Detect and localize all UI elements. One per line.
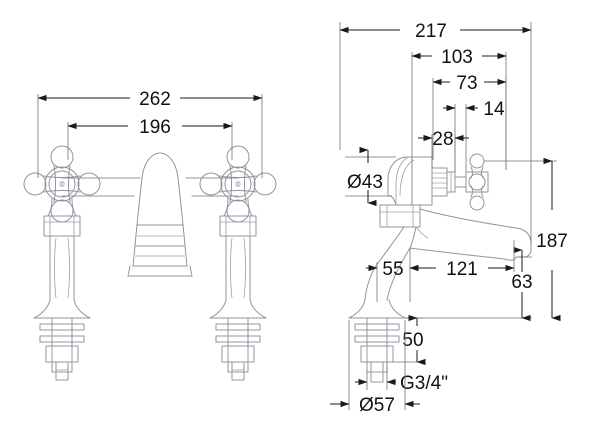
front-elevation-view: 262 196 [23, 89, 277, 381]
tap-leg-left [23, 145, 101, 381]
dimension-217: 217 [339, 21, 532, 245]
side-elevation-view: 217 103 73 14 [330, 21, 568, 416]
dimension-50: 50 [393, 314, 426, 366]
tail-assembly-side [348, 299, 406, 383]
cross-handle-left [23, 145, 101, 223]
dimension-label-187: 187 [536, 231, 568, 252]
dimension-63: 63 [511, 246, 533, 322]
dimension-label-103: 103 [441, 47, 473, 68]
dimension-label-217: 217 [415, 21, 447, 42]
dimension-label-121: 121 [446, 259, 478, 280]
centre-spout-front [127, 152, 193, 277]
dimension-label-63: 63 [511, 272, 532, 293]
dimension-label-dia43: Ø43 [347, 172, 383, 193]
dimension-thread-g34: G3/4" [355, 366, 448, 394]
dimension-label-55: 55 [382, 259, 403, 280]
dimension-dia57: Ø57 [330, 320, 420, 416]
collar-nut-side [379, 204, 421, 228]
dimension-262: 262 [37, 89, 263, 178]
valve-body-side [387, 153, 489, 211]
dimension-label-14: 14 [483, 99, 505, 120]
dimension-label-28: 28 [432, 129, 453, 150]
dimension-121: 121 [409, 240, 515, 280]
dimension-label-g34: G3/4" [400, 373, 448, 394]
dimension-label-262: 262 [139, 89, 171, 110]
dimension-196: 196 [67, 117, 233, 160]
dimension-28: 28 [418, 129, 469, 172]
dimension-label-50: 50 [402, 330, 423, 351]
cross-handle-right [199, 145, 277, 223]
tap-leg-right [199, 145, 277, 381]
dimension-dia43: Ø43 [345, 146, 396, 207]
dimension-label-73: 73 [456, 73, 477, 94]
dimension-73: 73 [432, 73, 507, 170]
dimension-label-dia57: Ø57 [359, 395, 395, 416]
dimension-187: 187 [484, 157, 568, 322]
dimension-label-196: 196 [139, 117, 171, 138]
